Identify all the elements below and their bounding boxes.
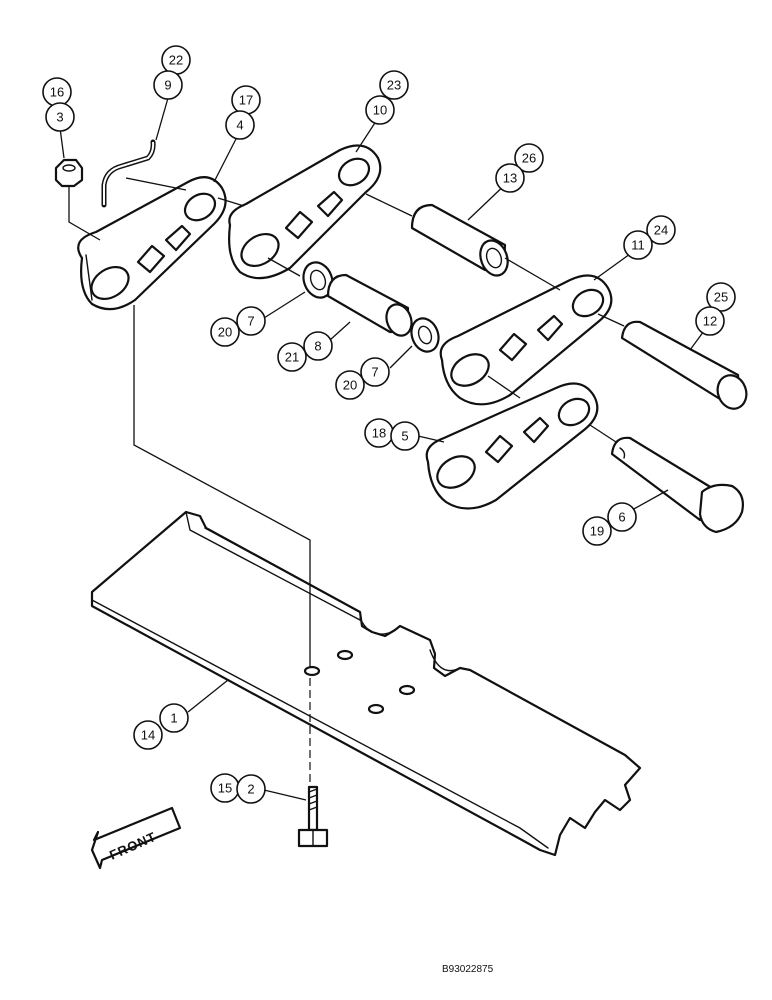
svg-text:11: 11 bbox=[631, 238, 645, 253]
callout-24: 24 bbox=[646, 215, 676, 245]
callout-5: 5 bbox=[390, 421, 420, 451]
svg-text:5: 5 bbox=[401, 429, 408, 444]
callout-12: 12 bbox=[695, 306, 725, 336]
svg-text:4: 4 bbox=[236, 118, 243, 133]
shoe-nut bbox=[54, 158, 84, 188]
svg-text:26: 26 bbox=[522, 151, 536, 166]
front-direction-arrow: FRONT bbox=[90, 806, 182, 870]
callout-3: 3 bbox=[45, 102, 75, 132]
callout-7-upper: 7 bbox=[236, 306, 266, 336]
callout-11: 11 bbox=[623, 230, 653, 260]
callout-7-lower: 7 bbox=[360, 357, 390, 387]
bushing-13 bbox=[410, 203, 509, 277]
shoe-bolt bbox=[297, 785, 329, 848]
callout-2: 2 bbox=[236, 774, 266, 804]
callout-26: 26 bbox=[514, 143, 544, 173]
track-link-11 bbox=[439, 274, 613, 406]
callout-8: 8 bbox=[303, 331, 333, 361]
svg-text:14: 14 bbox=[141, 728, 155, 743]
svg-text:10: 10 bbox=[373, 103, 387, 118]
svg-text:15: 15 bbox=[218, 781, 232, 796]
callout-19: 19 bbox=[582, 516, 612, 546]
svg-text:18: 18 bbox=[372, 426, 386, 441]
callout-18: 18 bbox=[364, 418, 394, 448]
callout-23: 23 bbox=[379, 70, 409, 100]
seal-lower bbox=[410, 317, 440, 353]
svg-text:25: 25 bbox=[714, 290, 728, 305]
svg-text:17: 17 bbox=[239, 93, 253, 108]
callout-4: 4 bbox=[225, 110, 255, 140]
bushing-8 bbox=[326, 273, 413, 337]
callout-22: 22 bbox=[161, 45, 191, 75]
callout-25: 25 bbox=[706, 282, 736, 312]
callout-10: 10 bbox=[365, 95, 395, 125]
svg-text:8: 8 bbox=[314, 339, 321, 354]
callout-9: 9 bbox=[153, 70, 183, 100]
track-link-10 bbox=[228, 144, 382, 280]
callout-leaders bbox=[59, 97, 713, 801]
svg-text:6: 6 bbox=[618, 510, 625, 525]
svg-text:3: 3 bbox=[56, 110, 63, 125]
svg-text:22: 22 bbox=[169, 53, 183, 68]
svg-text:19: 19 bbox=[590, 524, 604, 539]
callout-15: 15 bbox=[210, 773, 240, 803]
callout-20-upper: 20 bbox=[210, 317, 240, 347]
svg-text:20: 20 bbox=[343, 378, 357, 393]
master-link-left bbox=[77, 176, 227, 311]
svg-text:2: 2 bbox=[247, 782, 254, 797]
svg-text:7: 7 bbox=[371, 365, 378, 380]
pin-keeper-wire bbox=[101, 139, 156, 208]
svg-text:16: 16 bbox=[50, 85, 64, 100]
svg-text:1: 1 bbox=[170, 711, 177, 726]
svg-text:13: 13 bbox=[503, 171, 517, 186]
callout-6: 6 bbox=[607, 502, 637, 532]
callout-13: 13 bbox=[495, 163, 525, 193]
svg-text:20: 20 bbox=[218, 325, 232, 340]
drawing-code: B93022875 bbox=[442, 964, 494, 975]
svg-text:7: 7 bbox=[247, 314, 254, 329]
svg-text:9: 9 bbox=[164, 78, 171, 93]
callout-17: 17 bbox=[231, 85, 261, 115]
callouts: 16 3 22 9 17 4 23 10 26 13 24 11 25 12 2… bbox=[42, 45, 736, 804]
seal-upper bbox=[302, 261, 334, 299]
master-pin-6 bbox=[610, 436, 744, 534]
callout-14: 14 bbox=[133, 720, 163, 750]
track-pin-12 bbox=[620, 320, 748, 410]
assembly-lines bbox=[68, 177, 625, 785]
svg-text:12: 12 bbox=[703, 314, 717, 329]
callout-1: 1 bbox=[159, 703, 189, 733]
callout-20-lower: 20 bbox=[335, 370, 365, 400]
svg-text:24: 24 bbox=[654, 223, 668, 238]
callout-16: 16 bbox=[42, 77, 72, 107]
svg-text:21: 21 bbox=[285, 350, 299, 365]
svg-text:23: 23 bbox=[387, 78, 401, 93]
callout-21: 21 bbox=[277, 342, 307, 372]
track-shoe bbox=[90, 510, 642, 857]
track-link-5 bbox=[425, 382, 599, 510]
